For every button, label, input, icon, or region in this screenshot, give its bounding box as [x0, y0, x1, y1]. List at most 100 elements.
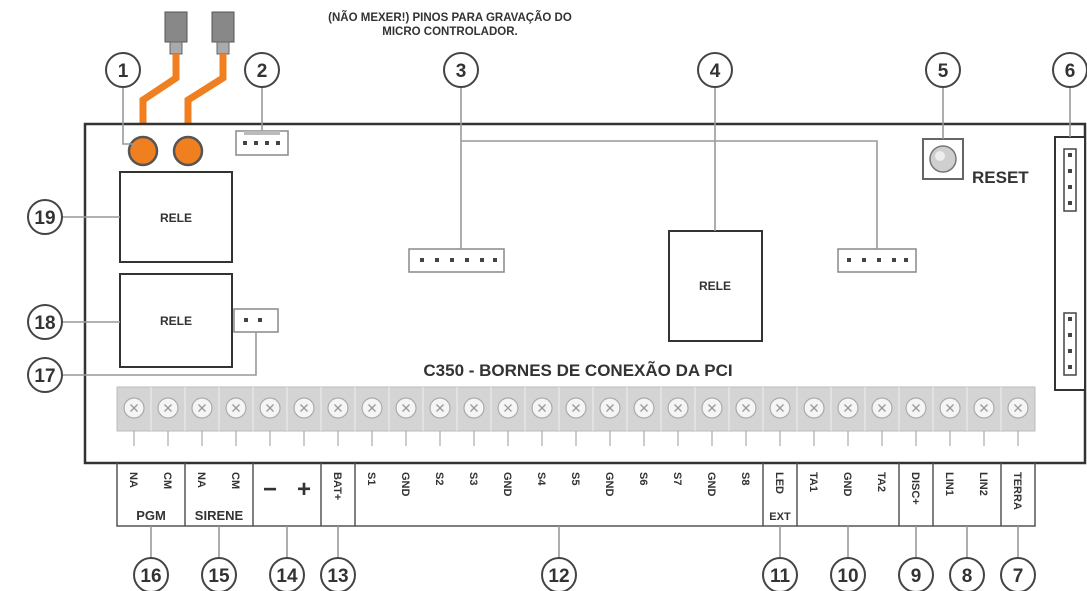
callout-number: 4 [710, 61, 721, 82]
terminal-label: CM [229, 472, 241, 489]
antenna-plug-left [164, 11, 188, 55]
terminal-label: BAT+ [331, 472, 343, 500]
terminal-label: S5 [569, 472, 581, 485]
relay-label: RELE [160, 211, 192, 225]
terminal-label: NA [195, 472, 207, 488]
terminal-label: GND [603, 472, 615, 497]
connector-6-header [1054, 136, 1086, 391]
callout-14: 14 [269, 557, 305, 591]
callout-16: 16 [133, 557, 169, 591]
callout-number: 17 [34, 366, 55, 387]
terminal-label: CM [161, 472, 173, 489]
callout-7: 7 [1000, 557, 1036, 591]
antenna-plug-right [211, 11, 235, 55]
terminal-label: DISC+ [909, 472, 921, 505]
terminal-screw [123, 397, 145, 419]
reset-button [922, 138, 964, 180]
terminal-label: S8 [739, 472, 751, 485]
terminal-screw [667, 397, 689, 419]
terminal-screw [633, 397, 655, 419]
callout-number: 3 [456, 61, 467, 82]
callout-number: 2 [257, 61, 268, 82]
terminal-screw [463, 397, 485, 419]
reset-label: RESET [972, 168, 1029, 187]
callout-number: 14 [276, 566, 298, 587]
terminal-label-frame [116, 463, 1036, 527]
terminal-screw [531, 397, 553, 419]
terminal-screws [123, 387, 1029, 446]
terminal-screw [497, 397, 519, 419]
group-led-ext-label: EXT [769, 511, 791, 523]
terminal-label: TERRA [1011, 472, 1023, 510]
callout-number: 13 [327, 566, 348, 587]
connector-17-header [233, 308, 279, 333]
terminal-label: GND [501, 472, 513, 497]
callout-number: 7 [1013, 566, 1024, 587]
connector-3-header-right [837, 248, 917, 273]
terminal-label: S2 [433, 472, 445, 485]
terminal-label: + [297, 476, 311, 503]
leader-lines [62, 87, 1071, 558]
callout-number: 11 [770, 566, 791, 587]
callout-12: 12 [541, 557, 577, 591]
terminal-label: NA [127, 472, 139, 488]
terminal-screw [939, 397, 961, 419]
terminal-screw [1007, 397, 1029, 419]
terminal-screw [157, 397, 179, 419]
relay-4: RELE [668, 230, 763, 342]
callout-4: 4 [697, 52, 733, 88]
terminal-label: S3 [467, 472, 479, 485]
terminal-screw [293, 397, 315, 419]
terminal-label: GND [399, 472, 411, 497]
terminal-screw [327, 397, 349, 419]
terminal-label: S1 [365, 472, 377, 485]
terminal-screw [871, 397, 893, 419]
terminal-screw [803, 397, 825, 419]
callout-number: 1 [118, 61, 129, 82]
callout-8: 8 [949, 557, 985, 591]
terminal-screw [191, 397, 213, 419]
terminal-screw [395, 397, 417, 419]
terminal-label: LED [773, 472, 785, 494]
callout-13: 13 [320, 557, 356, 591]
relay-19: RELE [119, 171, 233, 263]
terminal-screw [429, 397, 451, 419]
callout-number: 16 [140, 566, 161, 587]
callout-number: 6 [1065, 61, 1076, 82]
callout-number: 12 [548, 566, 569, 587]
terminal-label: TA1 [807, 472, 819, 492]
terminal-label: TA2 [875, 472, 887, 492]
callout-15: 15 [201, 557, 237, 591]
connector-3-header-left [408, 248, 505, 273]
callout-2: 2 [244, 52, 280, 88]
group-pgm-label: PGM [136, 508, 166, 523]
callout-19: 19 [27, 199, 63, 235]
terminal-label: LIN2 [977, 472, 989, 496]
note-line-1: (NÃO MEXER!) PINOS PARA GRAVAÇÃO DO [328, 11, 572, 24]
terminal-screw [225, 397, 247, 419]
callout-number: 10 [837, 566, 858, 587]
terminal-label: S7 [671, 472, 683, 485]
callout-number: 15 [208, 566, 230, 587]
terminal-screw [361, 397, 383, 419]
terminal-screw [905, 397, 927, 419]
callout-number: 18 [34, 313, 55, 334]
callout-number: 19 [34, 208, 55, 229]
antenna-terminal-right [172, 135, 204, 167]
terminal-screw [259, 397, 281, 419]
callout-5: 5 [925, 52, 961, 88]
relay-label: RELE [699, 279, 731, 293]
terminal-label: S6 [637, 472, 649, 485]
relay-18: RELE [119, 273, 233, 368]
terminal-label: GND [705, 472, 717, 497]
relay-label: RELE [160, 314, 192, 328]
callout-11: 11 [762, 557, 798, 591]
terminal-label: S4 [535, 472, 547, 486]
terminal-screw [769, 397, 791, 419]
terminal-screw [599, 397, 621, 419]
terminal-screw [837, 397, 859, 419]
note-line-2: MICRO CONTROLADOR. [382, 26, 517, 38]
callout-6: 6 [1052, 52, 1087, 88]
